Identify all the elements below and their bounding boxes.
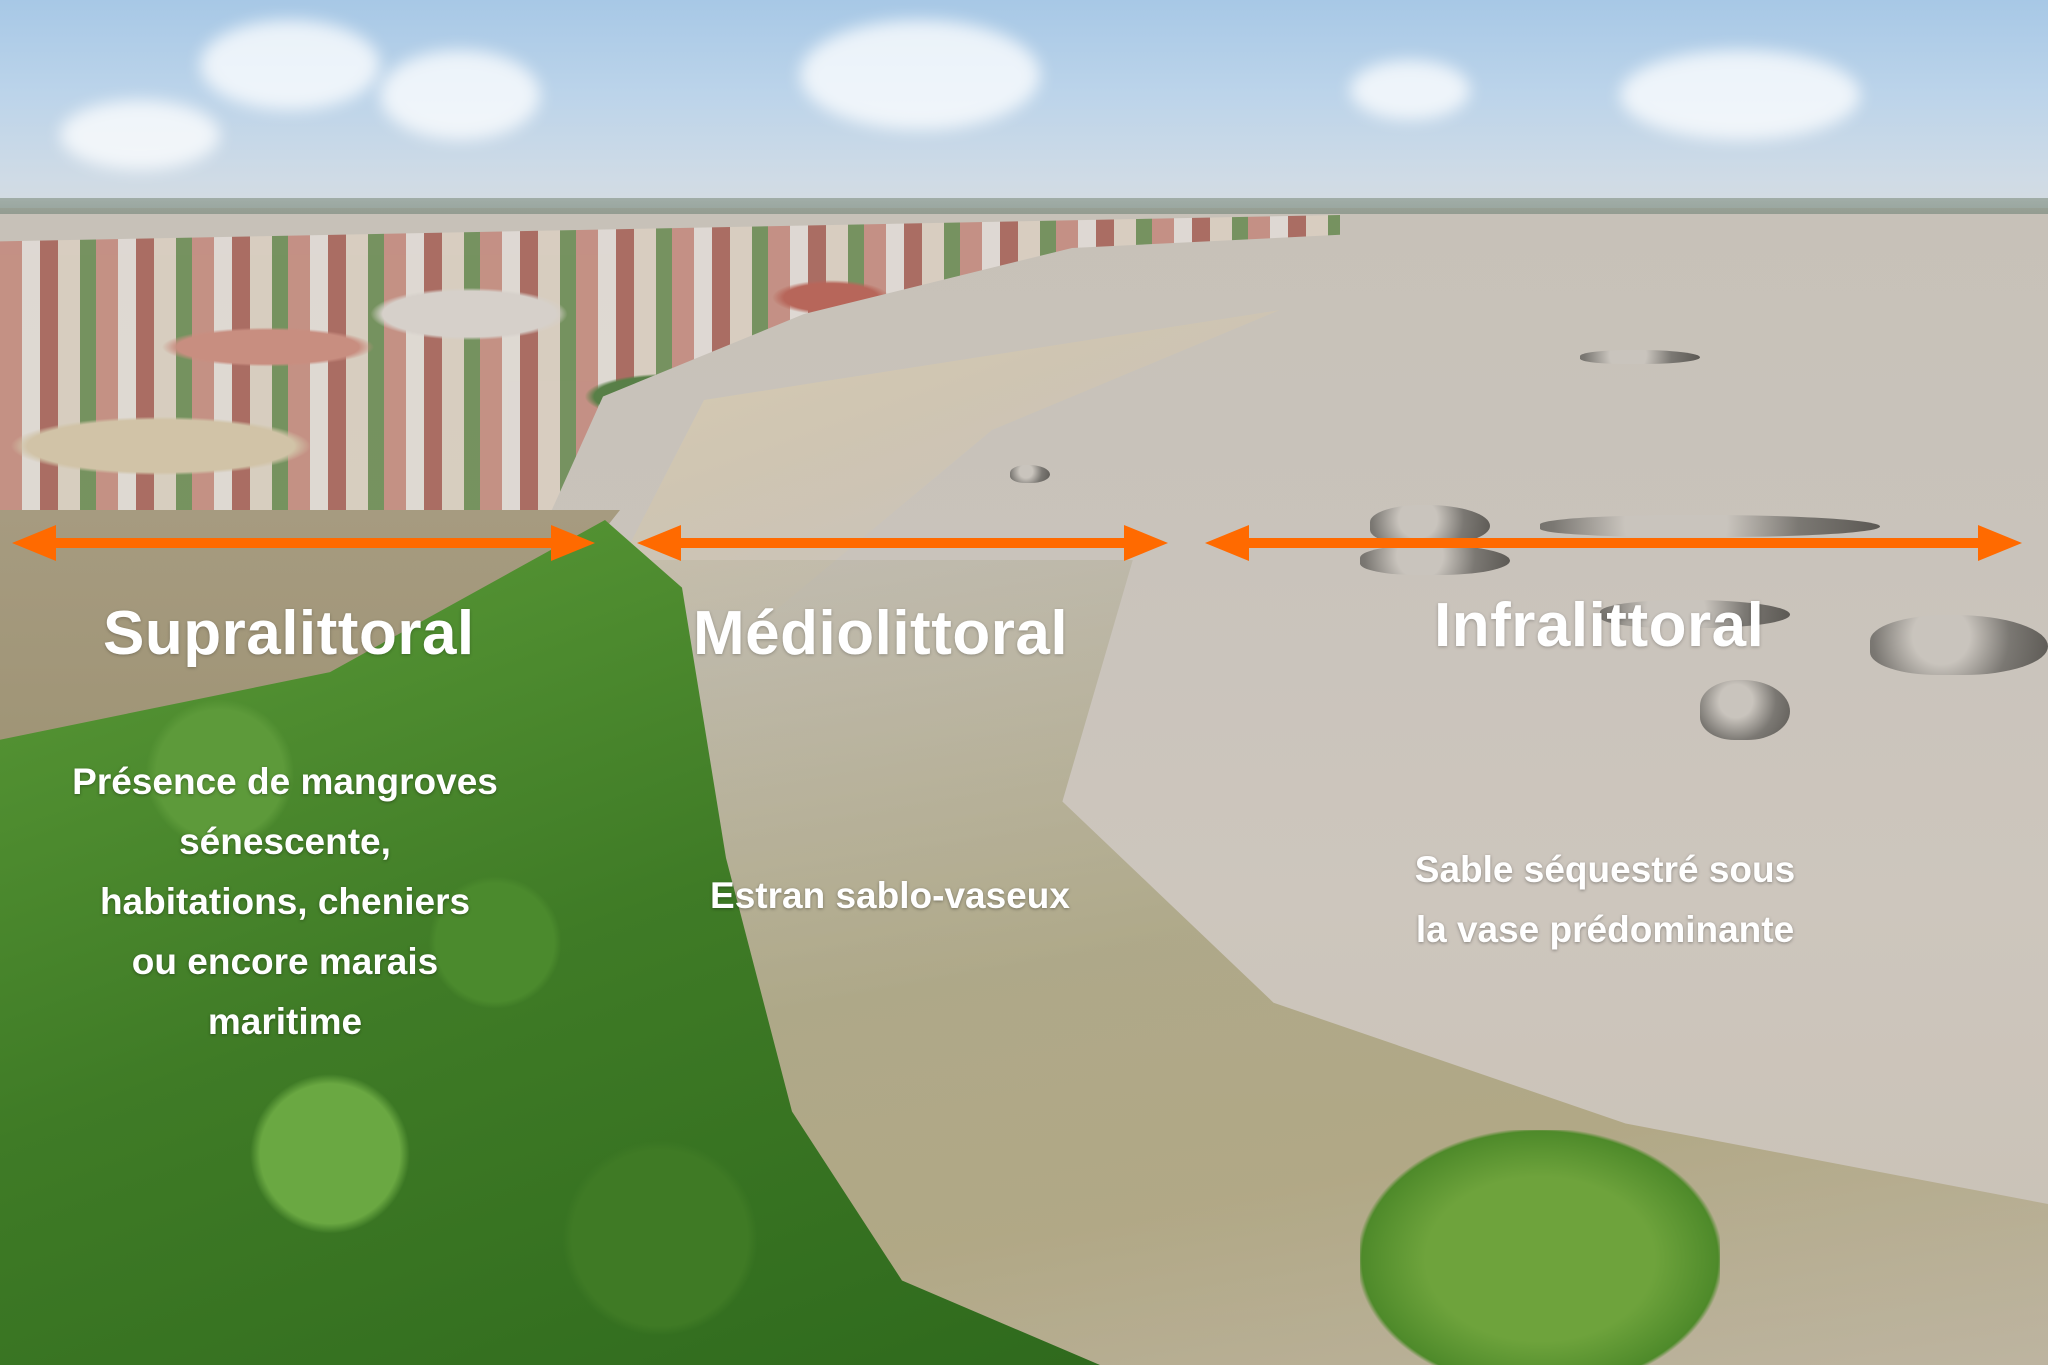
arrowhead-left-icon [1205, 525, 1249, 561]
rock [1360, 545, 1510, 575]
rock [1700, 680, 1790, 740]
cloud [60, 100, 220, 170]
rock [1540, 515, 1880, 537]
rock [1010, 465, 1050, 483]
arrowhead-left-icon [637, 525, 681, 561]
arrow-shaft [677, 538, 1128, 548]
arrowhead-right-icon [1978, 525, 2022, 561]
cloud [800, 20, 1040, 130]
tree-foreground [1360, 1130, 1720, 1365]
distant-forest [0, 198, 2048, 214]
arrowhead-right-icon [1124, 525, 1168, 561]
zone-arrow-supralittoral [12, 525, 595, 561]
zone-description-mediolittoral: Estran sablo-vaseux [710, 875, 1070, 916]
arrow-shaft [1245, 538, 1982, 548]
zone-title-supralittoral: Supralittoral [103, 599, 475, 668]
arrowhead-left-icon [12, 525, 56, 561]
rock [1600, 600, 1790, 628]
cloud [380, 50, 540, 140]
zone-arrow-mediolittoral [637, 525, 1168, 561]
zone-title-infralittoral: Infralittoral [1434, 591, 1765, 660]
cloud [1620, 50, 1860, 140]
arrowhead-right-icon [551, 525, 595, 561]
zone-title-mediolittoral: Médiolittoral [693, 599, 1069, 668]
zone-description-infralittoral: Sable séquestré sous la vase prédominant… [1414, 849, 1796, 950]
zone-description-supralittoral: Présence de mangroves sénescente, habita… [72, 761, 498, 1042]
zone-arrow-infralittoral [1205, 525, 2022, 561]
cloud [200, 20, 380, 110]
cloud [1350, 60, 1470, 120]
rock [1870, 615, 2048, 675]
arrow-shaft [52, 538, 555, 548]
rock [1580, 350, 1700, 364]
